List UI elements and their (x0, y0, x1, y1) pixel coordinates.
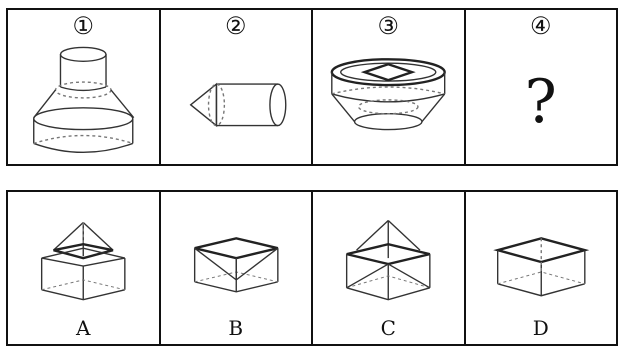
cylinder-cone-figure (189, 82, 286, 128)
option-d[interactable]: D (466, 192, 617, 344)
bowl-figure (330, 58, 446, 131)
frustum-cylinder-figure (33, 46, 135, 153)
question-cell-2: ② (161, 10, 313, 164)
question-mark: ? (524, 67, 557, 137)
pyramid-cube-inner-pyramid-figure (345, 219, 431, 301)
option-a[interactable]: A (8, 192, 161, 344)
pyramid-on-cube-figure (40, 221, 126, 301)
question-number-3: ③ (377, 12, 399, 40)
question-number-4: ④ (529, 12, 552, 40)
cube-inner-pyramid-figure (193, 237, 279, 293)
question-row: ① ② ③ (6, 8, 618, 166)
option-label-c: C (380, 316, 396, 340)
option-b[interactable]: B (161, 192, 313, 344)
option-label-d: D (532, 316, 549, 340)
question-cell-1: ① (8, 10, 161, 164)
question-cell-4: ④ ? (466, 10, 617, 164)
option-label-a: A (76, 316, 91, 340)
option-row: A B C (6, 190, 618, 346)
question-number-1: ① (72, 12, 94, 40)
question-cell-3: ③ (313, 10, 466, 164)
option-c[interactable]: C (313, 192, 466, 344)
option-label-b: B (228, 316, 244, 340)
cube-figure (492, 237, 589, 297)
question-number-2: ② (224, 12, 247, 40)
